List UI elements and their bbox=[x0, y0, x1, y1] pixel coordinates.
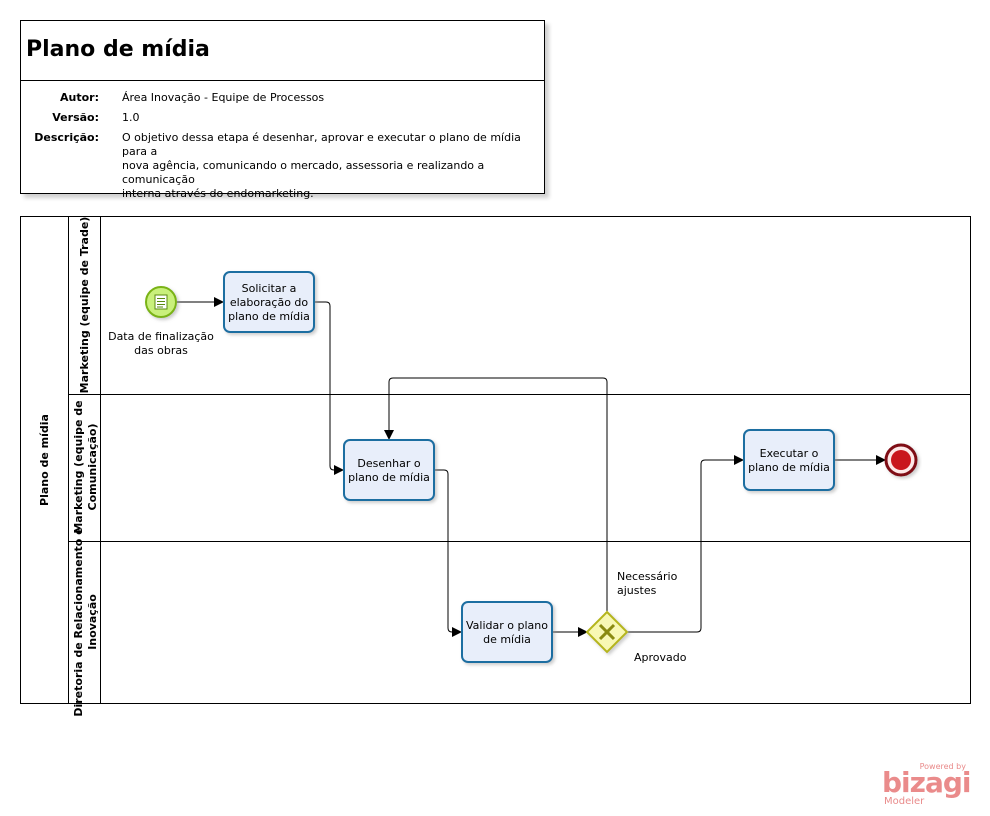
flow-desenhar-to-validar bbox=[434, 469, 462, 637]
task-label: de mídia bbox=[483, 633, 531, 646]
gateway-label-ajustes: ajustes bbox=[617, 584, 657, 597]
documentation-box: Plano de mídia Autor: Área Inovação - Eq… bbox=[20, 20, 545, 200]
flow-gateway-to-desenhar bbox=[384, 377, 608, 612]
description-text: O objetivo dessa etapa é desenhar, aprov… bbox=[122, 131, 522, 201]
task-executar[interactable]: Executar o plano de mídia bbox=[743, 429, 835, 491]
task-label: Executar o bbox=[760, 447, 819, 460]
lane-label: Inovação bbox=[86, 594, 99, 650]
start-event-label: das obras bbox=[134, 344, 188, 357]
task-label: Desenhar o bbox=[357, 457, 420, 470]
version-value: 1.0 bbox=[122, 111, 140, 124]
task-solicitar[interactable]: Solicitar a elaboração do plano de mídia bbox=[223, 271, 315, 333]
x-icon bbox=[598, 623, 616, 641]
author-value: Área Inovação - Equipe de Processos bbox=[122, 91, 325, 104]
task-label: plano de mídia bbox=[348, 471, 430, 484]
lane-marketing-comunicacao: Marketing (equipe de Comunicação) bbox=[72, 400, 99, 533]
task-label: plano de mídia bbox=[748, 461, 830, 474]
sequence-flows bbox=[177, 297, 886, 637]
task-label: plano de mídia bbox=[228, 310, 310, 323]
task-label: Validar o plano bbox=[466, 619, 548, 632]
gateway-label-aprovado: Aprovado bbox=[634, 651, 687, 664]
description-line: interna através do endomarketing. bbox=[122, 187, 314, 200]
exclusive-gateway[interactable] bbox=[585, 610, 629, 654]
start-event[interactable] bbox=[145, 286, 177, 318]
flow-solicitar-to-desenhar bbox=[314, 301, 344, 475]
brand-sub: Modeler bbox=[884, 796, 925, 807]
lane-label: Marketing (equipe de Trade) bbox=[78, 217, 91, 394]
pool-label: Plano de mídia bbox=[38, 414, 51, 506]
brand-powered: Powered by bbox=[919, 762, 966, 771]
start-event-label: Data de finalização bbox=[108, 330, 214, 343]
version-label: Versão: bbox=[52, 111, 99, 124]
bizagi-logo: Powered by bizagi Modeler bbox=[882, 762, 972, 810]
task-desenhar[interactable]: Desenhar o plano de mídia bbox=[343, 439, 435, 501]
task-label: Solicitar a bbox=[242, 282, 297, 295]
lane-label: Marketing (equipe de bbox=[72, 400, 85, 533]
description-line: nova agência, comunicando o mercado, ass… bbox=[122, 159, 485, 186]
page-title: Plano de mídia bbox=[26, 37, 210, 62]
task-label: elaboração do bbox=[230, 296, 309, 309]
lane-label: Diretoria de Relacionamento e bbox=[72, 527, 85, 716]
lane-label: Comunicação) bbox=[86, 424, 99, 511]
lane-marketing-trade: Marketing (equipe de Trade) bbox=[78, 217, 91, 394]
header-divider bbox=[21, 80, 544, 81]
gateway-label-ajustes: Necessário bbox=[617, 570, 678, 583]
description-label: Descrição: bbox=[34, 131, 99, 144]
lane-diretoria: Diretoria de Relacionamento e Inovação bbox=[72, 527, 99, 716]
flow-gateway-to-executar bbox=[627, 455, 744, 633]
end-event[interactable] bbox=[884, 443, 918, 477]
author-label: Autor: bbox=[60, 91, 99, 104]
task-validar[interactable]: Validar o plano de mídia bbox=[461, 601, 553, 663]
description-line: O objetivo dessa etapa é desenhar, aprov… bbox=[122, 131, 521, 158]
brand-name: bizagi bbox=[882, 766, 971, 799]
